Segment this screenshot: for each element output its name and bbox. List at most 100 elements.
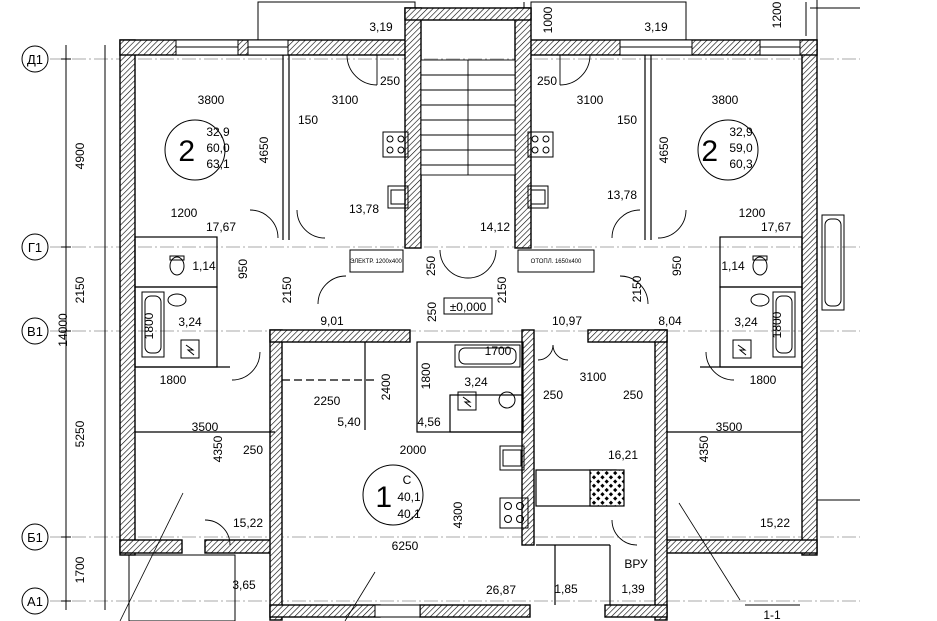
room-area: 13,78 bbox=[349, 202, 379, 216]
room-area: 17,67 bbox=[206, 220, 236, 234]
apartment-badge-left: 2 32,9 60,0 63,1 bbox=[164, 119, 230, 181]
room-area: 9,01 bbox=[320, 314, 344, 328]
room-area: 3,65 bbox=[232, 578, 256, 592]
dim: 2000 bbox=[400, 443, 427, 457]
left-dimension-chain: 4900 2150 14000 5250 1700 bbox=[56, 58, 87, 602]
svg-text:40,1: 40,1 bbox=[397, 507, 421, 521]
stair-hall: 2150 250 250 14,12 ±0,000 ЭЛЕКТР. 1200x4… bbox=[350, 220, 582, 322]
dim: 1700 bbox=[485, 344, 512, 358]
balcony-depth-right: 1200 bbox=[770, 1, 784, 28]
svg-text:±0,000: ±0,000 bbox=[450, 300, 487, 314]
dim: 1200 bbox=[739, 206, 766, 220]
svg-text:63,1: 63,1 bbox=[206, 157, 230, 171]
svg-text:60,3: 60,3 bbox=[729, 157, 753, 171]
riser-icon bbox=[732, 339, 752, 359]
axis-marker-a1: А1 bbox=[21, 587, 49, 615]
axis-marker-b1: Б1 bbox=[21, 523, 49, 551]
dim: 250 bbox=[623, 388, 643, 402]
bathtub-icon bbox=[454, 344, 521, 368]
leader-lines bbox=[119, 492, 741, 621]
dim: 250 bbox=[243, 443, 263, 457]
bathtub-icon bbox=[141, 291, 165, 358]
dim: 2150 bbox=[630, 275, 644, 302]
dim: 250 bbox=[425, 302, 439, 322]
dim: 4650 bbox=[657, 136, 671, 163]
washbasin-icon bbox=[167, 293, 187, 307]
room-area: 14,12 bbox=[480, 220, 510, 234]
svg-text:2: 2 bbox=[701, 135, 718, 168]
dim: 2250 bbox=[314, 394, 341, 408]
dim: 3100 bbox=[577, 93, 604, 107]
dim: 1800 bbox=[419, 362, 433, 389]
dim: 6250 bbox=[392, 539, 419, 553]
dim: 3800 bbox=[712, 93, 739, 107]
svg-text:Б1: Б1 bbox=[27, 530, 43, 545]
dim: 1200 bbox=[171, 206, 198, 220]
svg-text:Д1: Д1 bbox=[27, 52, 43, 67]
room-area: 13,78 bbox=[607, 188, 637, 202]
dim: 3100 bbox=[580, 370, 607, 384]
room-area: 3,24 bbox=[178, 315, 202, 329]
stove-icon bbox=[527, 131, 554, 158]
dim: 2400 bbox=[379, 373, 393, 400]
stove-icon bbox=[382, 131, 409, 158]
dim: 3500 bbox=[192, 420, 219, 434]
dim: 3100 bbox=[332, 93, 359, 107]
room-area: 8,04 bbox=[658, 314, 682, 328]
axis-markers: Д1 Г1 В1 Б1 А1 bbox=[21, 45, 49, 615]
svg-text:1-1: 1-1 bbox=[763, 608, 781, 621]
dim: 150 bbox=[298, 113, 318, 127]
balcony-width-right: 3,19 bbox=[644, 20, 668, 34]
door-swings bbox=[204, 54, 735, 546]
dim: 250 bbox=[537, 74, 557, 88]
top-labels: 3,19 3,19 1000 1200 bbox=[369, 1, 784, 34]
apartment-badge-right: 2 32,9 59,0 60,3 bbox=[697, 119, 759, 181]
balcony-depth-left: 1000 bbox=[541, 6, 555, 33]
axis-lines bbox=[50, 45, 860, 610]
svg-text:С: С bbox=[403, 473, 412, 487]
room-area: 3,24 bbox=[734, 315, 758, 329]
svg-text:В1: В1 bbox=[27, 324, 43, 339]
dim-left-1700: 1700 bbox=[73, 556, 87, 583]
apartment-right: 2 32,9 59,0 60,3 3100 3800 150 4650 250 … bbox=[537, 74, 791, 530]
room-area: 17,67 bbox=[761, 220, 791, 234]
dim: 250 bbox=[543, 388, 563, 402]
apartment-center: 1 С 40,1 40,1 2250 2400 1800 1700 2000 4… bbox=[314, 344, 517, 597]
partitions bbox=[134, 55, 803, 605]
entrance: 1,85 1,39 3,65 ВРУ bbox=[232, 557, 648, 596]
dim-left-4900: 4900 bbox=[73, 142, 87, 169]
room-area: 16,21 bbox=[608, 448, 638, 462]
svg-text:59,0: 59,0 bbox=[729, 141, 753, 155]
axis-marker-g1: Г1 bbox=[21, 233, 49, 261]
dim: 1800 bbox=[142, 312, 156, 339]
sink-icon bbox=[527, 185, 549, 209]
balcony-width-left: 3,19 bbox=[369, 20, 393, 34]
dim: 4350 bbox=[697, 435, 711, 462]
svg-text:32,9: 32,9 bbox=[729, 125, 753, 139]
dim: 3800 bbox=[198, 93, 225, 107]
room-area: 5,40 bbox=[337, 415, 361, 429]
svg-text:32,9: 32,9 bbox=[206, 125, 230, 139]
axis-marker-d1: Д1 bbox=[21, 45, 49, 73]
dim: 1800 bbox=[750, 373, 777, 387]
bathtub-icon bbox=[772, 291, 796, 358]
dim: 4350 bbox=[211, 435, 225, 462]
dim: 250 bbox=[380, 74, 400, 88]
dim: 4650 bbox=[257, 136, 271, 163]
dim-left-5250: 5250 bbox=[73, 420, 87, 447]
svg-text:А1: А1 bbox=[27, 594, 43, 609]
apartment-left: 2 32,9 60,0 63,1 3800 3100 4650 150 250 … bbox=[142, 74, 400, 530]
dim: 2150 bbox=[495, 276, 509, 303]
niche-label-left: ЭЛЕКТР. 1200x400 bbox=[350, 259, 402, 265]
dim: 150 bbox=[617, 113, 637, 127]
room-area: 3,24 bbox=[464, 375, 488, 389]
riser-icon bbox=[457, 391, 477, 411]
room-area: 1,39 bbox=[621, 582, 645, 596]
room-area: 1,14 bbox=[192, 259, 216, 273]
svg-text:2: 2 bbox=[178, 135, 195, 168]
dim: 3500 bbox=[716, 420, 743, 434]
room-area: 1,14 bbox=[721, 259, 745, 273]
dim-left-2150: 2150 bbox=[73, 276, 87, 303]
sink-icon bbox=[499, 445, 525, 471]
